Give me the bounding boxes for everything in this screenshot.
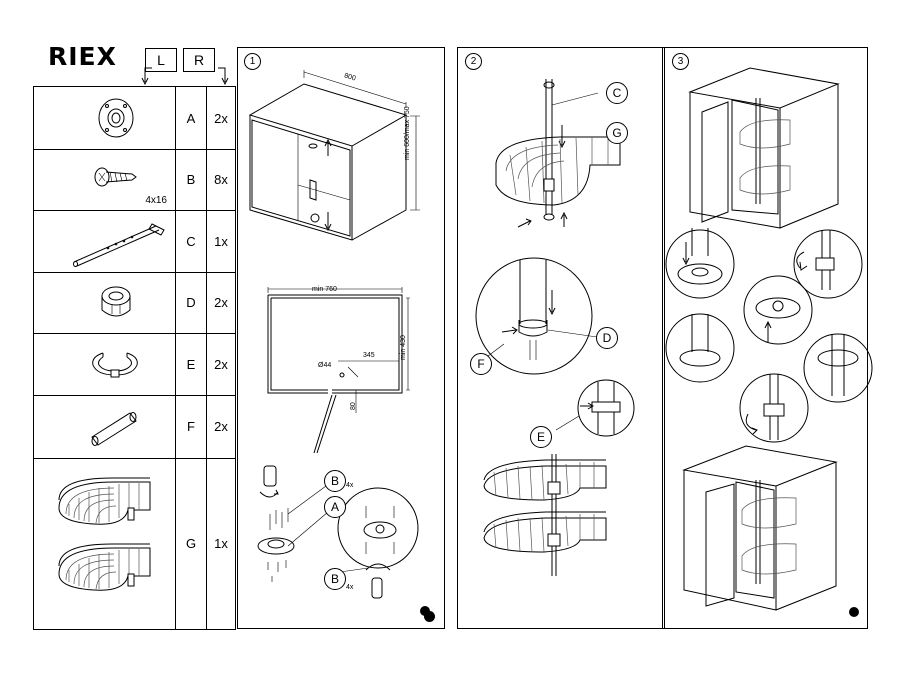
part-quantity: 2x — [214, 356, 228, 372]
page-turn-icon — [424, 611, 435, 622]
part-row-c: C 1x — [34, 210, 235, 273]
callout-c: C — [606, 82, 628, 104]
part-quantity: 2x — [214, 295, 228, 310]
brand-logo: RIEX — [48, 42, 117, 71]
callout-a: A — [324, 496, 346, 518]
callout-g: G — [606, 122, 628, 144]
min-depth-label: min 430 — [400, 335, 407, 360]
edge-distance-label: 80 — [350, 402, 357, 410]
part-quantity: 2x — [214, 419, 228, 434]
cabinet-drawing — [248, 70, 420, 241]
part-row-f: F 2x — [34, 395, 235, 459]
bracket-detail-drawings — [665, 228, 873, 443]
part-row-d: D 2x — [34, 272, 235, 334]
callout-f: F — [470, 353, 492, 375]
hole-diameter-label: Ø44 — [318, 362, 332, 369]
part-row-g: G 1x — [34, 458, 235, 629]
callout-b-top-qty: 4x — [346, 482, 354, 489]
mounting-plate-icon — [34, 87, 176, 149]
step-1-panel — [237, 47, 445, 629]
part-row-b: 4x16 B 8x — [34, 149, 235, 211]
part-quantity: 2x — [214, 110, 228, 126]
pole-basket-assembly-drawing — [495, 79, 621, 228]
step-3-number: 3 — [672, 53, 689, 70]
part-letter: G — [176, 458, 207, 629]
wire-basket-icon — [34, 458, 176, 629]
part-quantity: 8x — [214, 172, 228, 187]
cabinet-height-label: min 600/max 750 — [404, 106, 411, 160]
installed-cabinet-bottom-drawing — [682, 445, 859, 617]
bushing-detail-drawing — [475, 257, 605, 375]
mounting-hardware-drawing — [257, 465, 430, 616]
part-letter: E — [176, 333, 207, 395]
callout-b-bottom: B — [324, 568, 346, 590]
part-quantity: 1x — [214, 536, 228, 551]
pole-icon — [34, 210, 176, 272]
clip-ring-icon — [34, 333, 176, 395]
callout-b-bottom-qty: 4x — [346, 584, 354, 591]
right-orientation-label: R — [183, 48, 215, 72]
step-1-number: 1 — [244, 53, 261, 70]
callout-e: E — [530, 426, 552, 448]
part-letter: C — [176, 210, 207, 272]
installed-cabinet-top-drawing — [688, 67, 840, 229]
screw-icon: 4x16 — [34, 149, 176, 210]
orientation-arrows-icon — [141, 67, 229, 86]
pin-icon — [34, 395, 176, 458]
bushing-icon — [34, 272, 176, 333]
part-row-e: E 2x — [34, 333, 235, 396]
part-letter: D — [176, 272, 207, 333]
part-letter: F — [176, 395, 207, 458]
offset-label: 345 — [363, 352, 375, 359]
part-row-a: A 2x — [34, 87, 235, 150]
callout-d: D — [596, 327, 618, 349]
step-3-panel — [662, 47, 868, 629]
two-baskets-drawing — [483, 379, 635, 576]
part-letter: A — [176, 87, 207, 149]
min-width-label: min 760 — [312, 286, 337, 293]
step-2-panel — [457, 47, 665, 629]
part-quantity: 1x — [214, 233, 228, 249]
part-letter: B — [176, 149, 207, 210]
floor-plan-drawing — [267, 287, 410, 454]
callout-b-top: B — [324, 470, 346, 492]
left-orientation-label: L — [145, 48, 177, 72]
screw-size-label: 4x16 — [145, 195, 167, 206]
parts-list: A 2x 4x16 B 8x C 1x — [33, 86, 236, 630]
step-2-number: 2 — [465, 53, 482, 70]
